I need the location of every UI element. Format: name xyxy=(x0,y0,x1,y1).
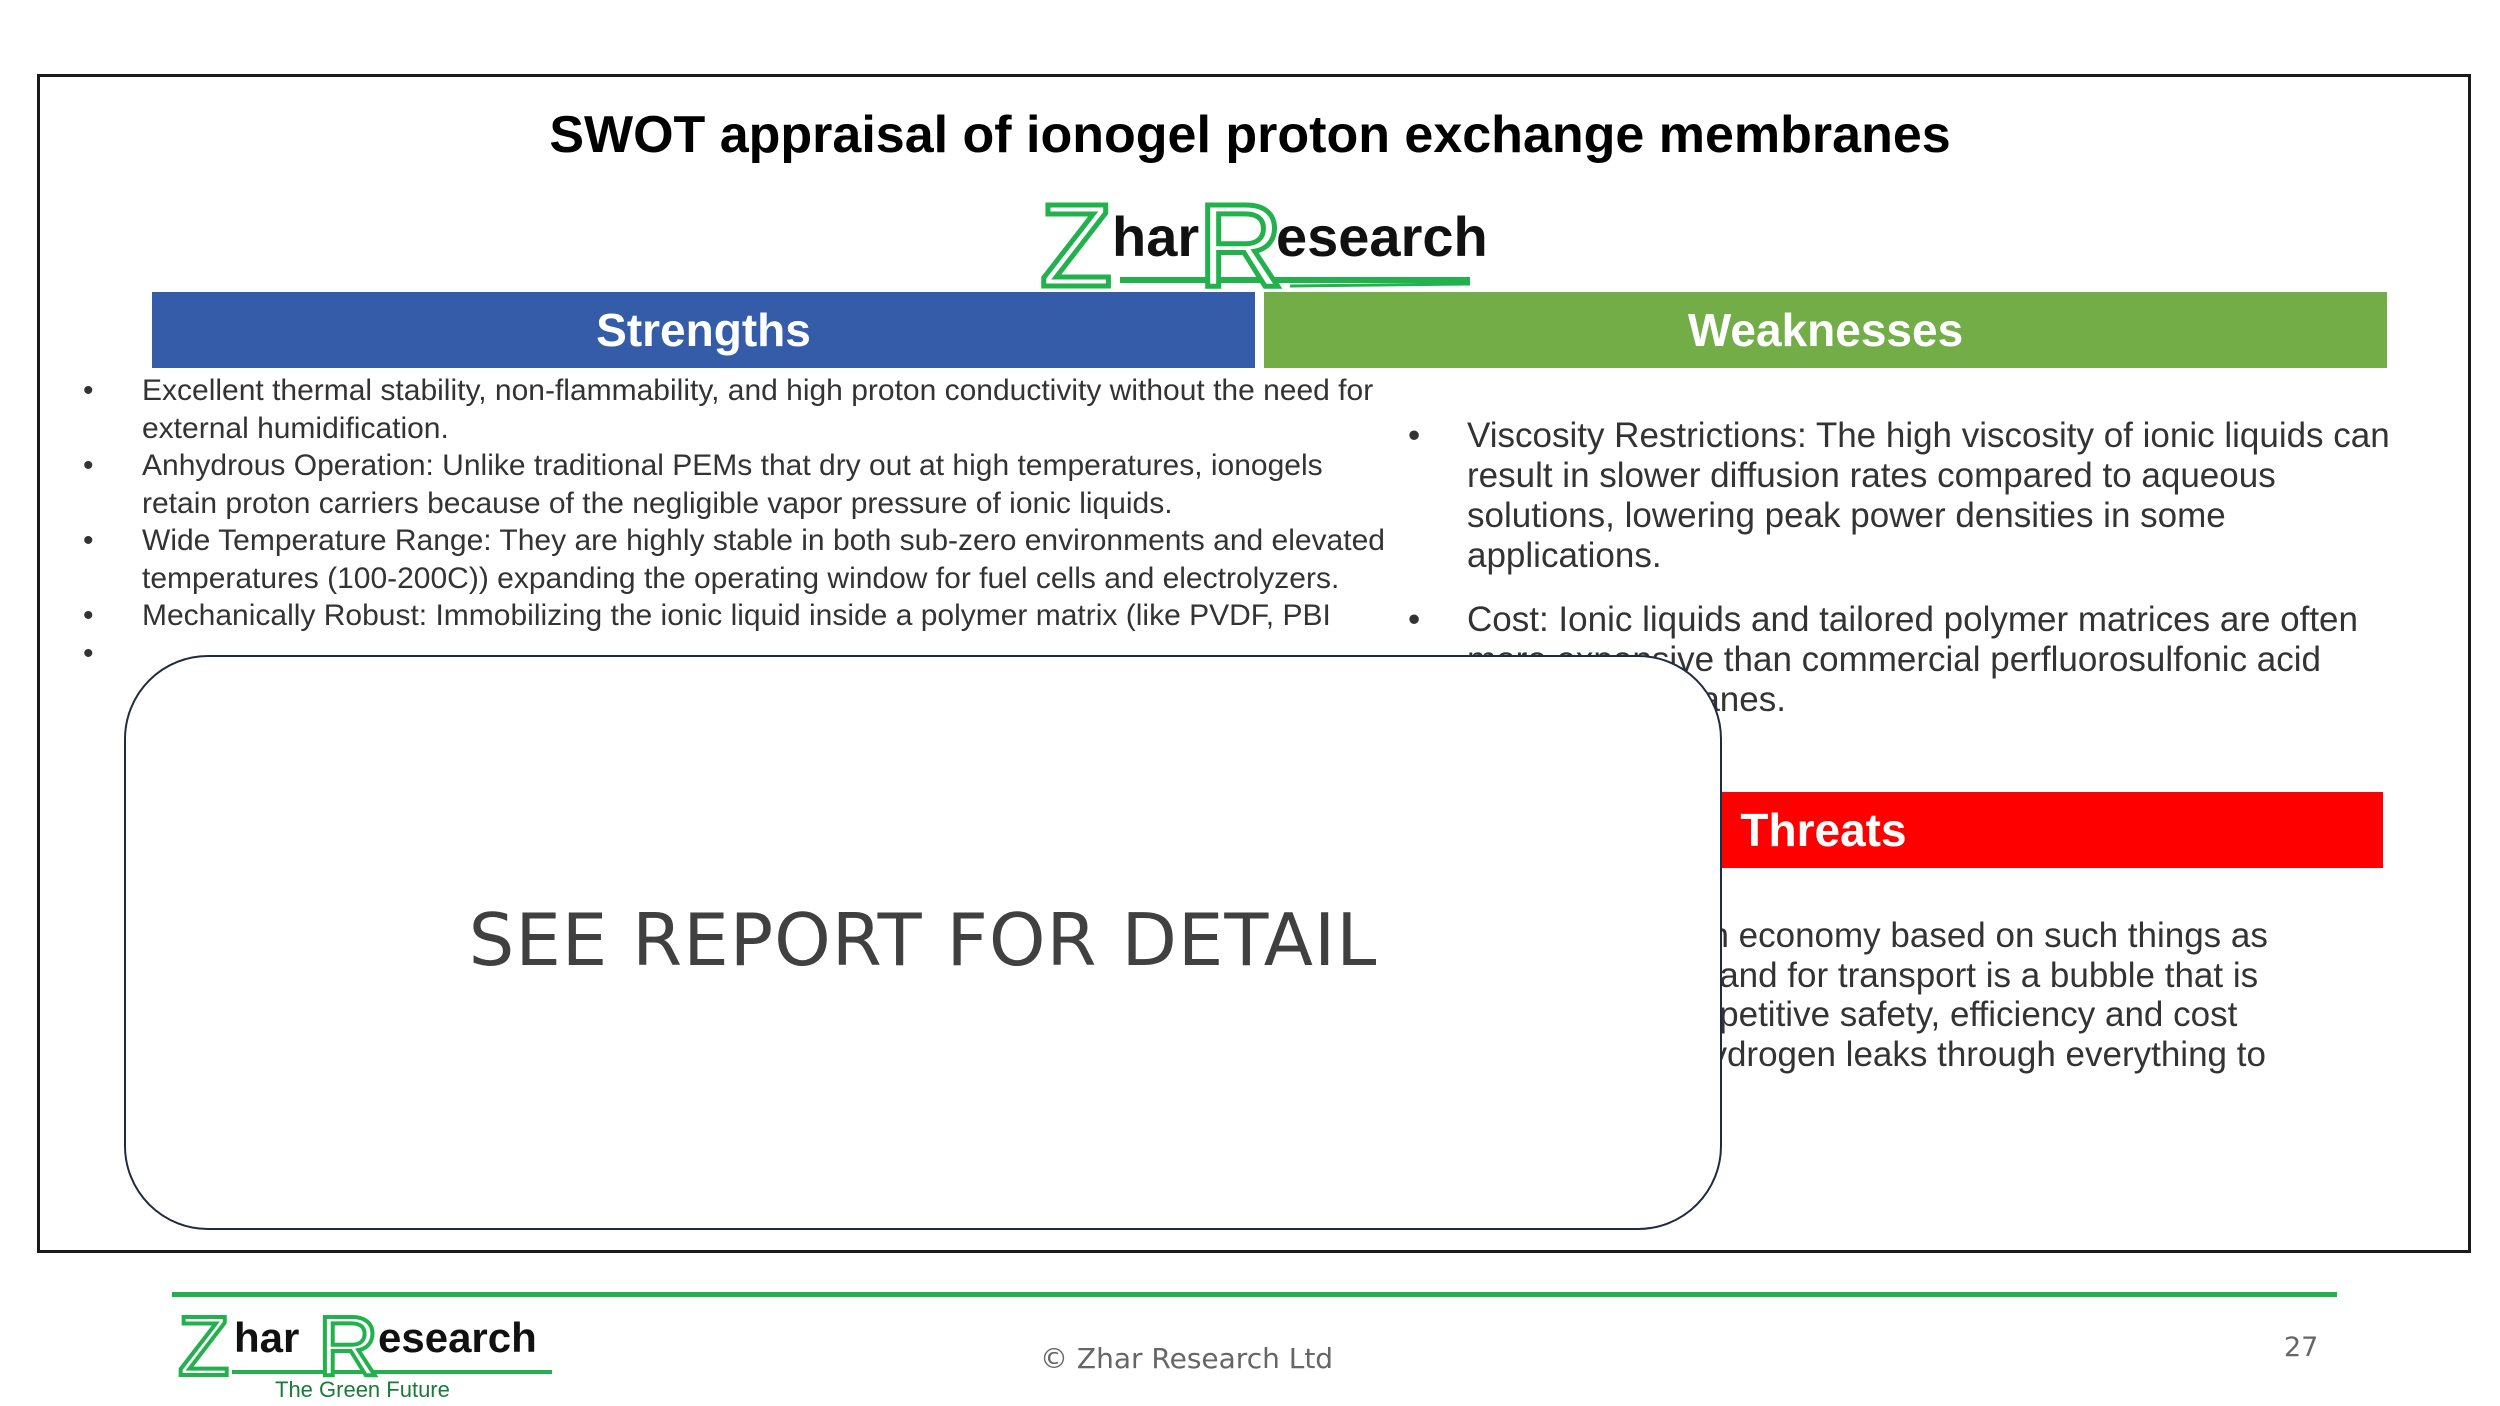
logo-z: Z xyxy=(1037,178,1114,315)
slide-title: SWOT appraisal of ionogel proton exchang… xyxy=(549,106,1951,164)
list-item: Mechanically Robust: Immobilizing the io… xyxy=(83,597,1393,635)
list-item: Excellent thermal stability, non-flammab… xyxy=(83,372,1393,447)
logo-footer: Z har R esearch xyxy=(172,1297,572,1395)
logo-r: R xyxy=(1195,178,1285,315)
logo-r: R xyxy=(316,1297,381,1395)
strengths-header: Strengths xyxy=(152,292,1255,368)
see-report-overlay: SEE REPORT FOR DETAIL xyxy=(124,655,1722,1230)
weaknesses-header: Weaknesses xyxy=(1264,292,2387,368)
list-item: Viscosity Restrictions: The high viscosi… xyxy=(1408,416,2408,576)
threats-line: e and for transport is a bubble that is xyxy=(1690,955,2259,995)
footer-line xyxy=(172,1292,2337,1297)
threats-line: g. xyxy=(1690,1074,2390,1114)
logo-swoosh xyxy=(232,1370,552,1374)
list-item: Wide Temperature Range: They are highly … xyxy=(83,522,1393,597)
strengths-list: Excellent thermal stability, non-flammab… xyxy=(83,372,1393,672)
logo-esearch: esearch xyxy=(1276,205,1488,268)
overlay-text: SEE REPORT FOR DETAIL xyxy=(468,897,1378,982)
threats-line: en economy based on such things as xyxy=(1690,916,2268,955)
logo-tagline: The Green Future xyxy=(275,1377,450,1402)
logo-har: har xyxy=(234,1314,300,1361)
logo-esearch: esearch xyxy=(378,1314,537,1361)
copyright-text: © Zhar Research Ltd xyxy=(1040,1342,1334,1375)
logo-swoosh xyxy=(1120,277,1471,288)
threats-line: mpetitive safety, efficiency and cost xyxy=(1690,995,2238,1034)
page-number: 27 xyxy=(2284,1332,2319,1363)
threats-text: en economy based on such things as e and… xyxy=(1690,916,2390,1114)
list-item: Anhydrous Operation: Unlike traditional … xyxy=(83,447,1393,522)
logo-har: har xyxy=(1112,205,1200,268)
logo-z: Z xyxy=(176,1297,231,1395)
threats-line: hydrogen leaks through everything to xyxy=(1690,1034,2266,1074)
slide-frame xyxy=(37,74,2471,1253)
logo-top: Z har R esearch xyxy=(1037,178,1490,315)
